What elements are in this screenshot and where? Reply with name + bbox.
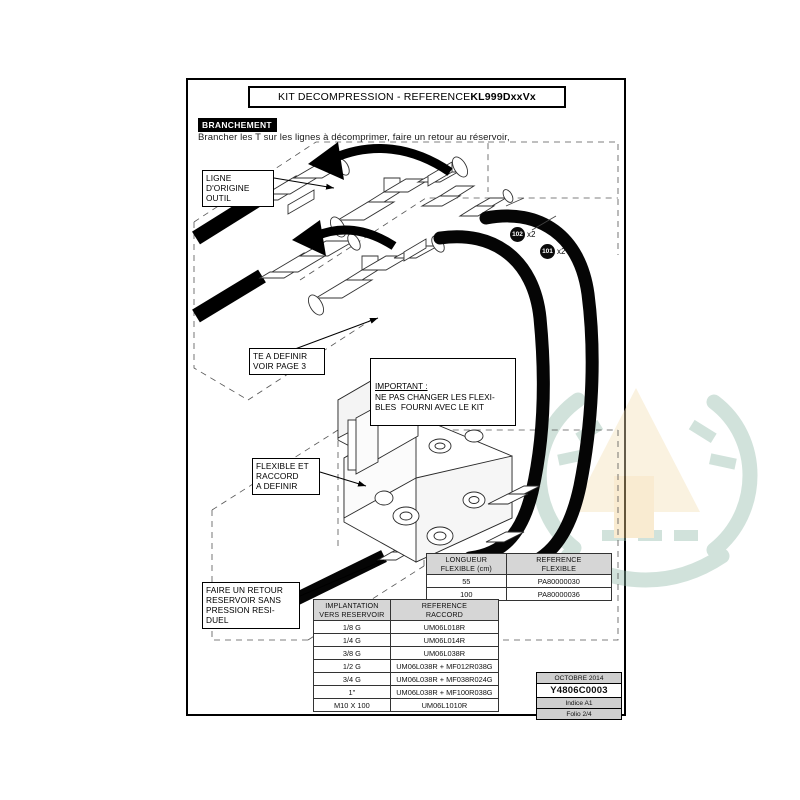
cell-implantation: 1/2 G [313,659,391,673]
balloon-102-qty: x2 [527,230,536,239]
th-longueur: LONGUEUR FLEXIBLE (cm) [426,553,507,575]
important-note-heading: IMPORTANT : [375,381,428,392]
cell-longueur: 100 [426,587,507,601]
table-flexible: LONGUEUR FLEXIBLE (cm) REFERENCE FLEXIBL… [426,553,613,601]
th-longueur-l2: FLEXIBLE (cm) [440,564,492,573]
callout-faire-retour: FAIRE UN RETOUR RESERVOIR SANS PRESSION … [202,582,300,629]
balloon-101-qty: x2 [557,247,566,256]
table-row: 55 PA80000030 [426,574,613,588]
title-block-reference: Y4806C0003 [537,684,621,698]
cell-reference: UM06L038R [389,646,500,660]
section-tag-branchement: BRANCHEMENT [198,118,277,132]
cell-reference: UM06L038R + MF038R024G [389,672,500,686]
page-title-reference: KL999DxxVx [470,91,536,103]
table-row: 1/4 G UM06L014R [313,633,500,647]
table-row: 100 PA80000036 [426,587,613,601]
cell-reference: UM06L038R + MF100R038G [389,685,500,699]
table-implantation-header-row: IMPLANTATION VERS RESERVOIR REFERENCE RA… [313,599,500,621]
table-flexible-header-row: LONGUEUR FLEXIBLE (cm) REFERENCE FLEXIBL… [426,553,613,575]
table-row: 1/8 G UM06L018R [313,620,500,634]
table-row: 1/2 G UM06L038R + MF012R038G [313,659,500,673]
th-longueur-l1: LONGUEUR [445,555,488,564]
cell-reference: UM06L014R [389,633,500,647]
cell-implantation: 3/8 G [313,646,391,660]
section-instruction: Brancher les T sur les lignes à décompri… [198,132,510,143]
balloon-101: 101 [540,244,555,259]
th-reference-flexible: REFERENCE FLEXIBLE [505,553,613,575]
title-block-indice: Indice A1 [537,698,621,709]
table-row: 3/4 G UM06L038R + MF038R024G [313,672,500,686]
th-implantation-l2: VERS RESERVOIR [319,610,385,619]
table-row: M10 X 100 UM06L1010R [313,698,500,712]
page-title-prefix: KIT DECOMPRESSION - REFERENCE [278,91,471,103]
cell-reference: PA80000030 [505,574,613,588]
table-row: 1" UM06L038R + MF100R038G [313,685,500,699]
callout-flexible-raccord: FLEXIBLE ET RACCORD A DEFINIR [252,458,320,495]
th-implantation-l1: IMPLANTATION [325,601,379,610]
title-block-date: OCTOBRE 2014 [537,673,621,684]
title-block-folio: Folio 2/4 [537,709,621,719]
callout-te-a-definir: TE A DEFINIR VOIR PAGE 3 [249,348,325,375]
important-note-body: NE PAS CHANGER LES FLEXI- BLES FOURNI AV… [375,391,495,412]
cell-implantation: 3/4 G [313,672,391,686]
title-block: OCTOBRE 2014 Y4806C0003 Indice A1 Folio … [536,672,622,720]
cell-reference: UM06L1010R [389,698,500,712]
callout-ligne-origine: LIGNE D'ORIGINE OUTIL [202,170,274,207]
cell-reference: PA80000036 [505,587,613,601]
th-reference-flexible-l1: REFERENCE [536,555,582,564]
th-implantation: IMPLANTATION VERS RESERVOIR [313,599,391,621]
cell-implantation: M10 X 100 [313,698,391,712]
assembly-illustration [192,141,619,641]
cell-reference: UM06L018R [389,620,500,634]
important-note: IMPORTANT :NE PAS CHANGER LES FLEXI- BLE… [370,358,516,427]
table-implantation: IMPLANTATION VERS RESERVOIR REFERENCE RA… [313,599,500,712]
cell-longueur: 55 [426,574,507,588]
cell-implantation: 1/4 G [313,633,391,647]
table-row: 3/8 G UM06L038R [313,646,500,660]
cell-reference: UM06L038R + MF012R038G [389,659,500,673]
cell-implantation: 1/8 G [313,620,391,634]
th-reference-flexible-l2: FLEXIBLE [541,564,576,573]
th-reference-raccord-l1: REFERENCE [421,601,467,610]
th-reference-raccord-l2: RACCORD [425,610,463,619]
balloon-102: 102 [510,227,525,242]
th-reference-raccord: REFERENCE RACCORD [389,599,500,621]
cell-implantation: 1" [313,685,391,699]
